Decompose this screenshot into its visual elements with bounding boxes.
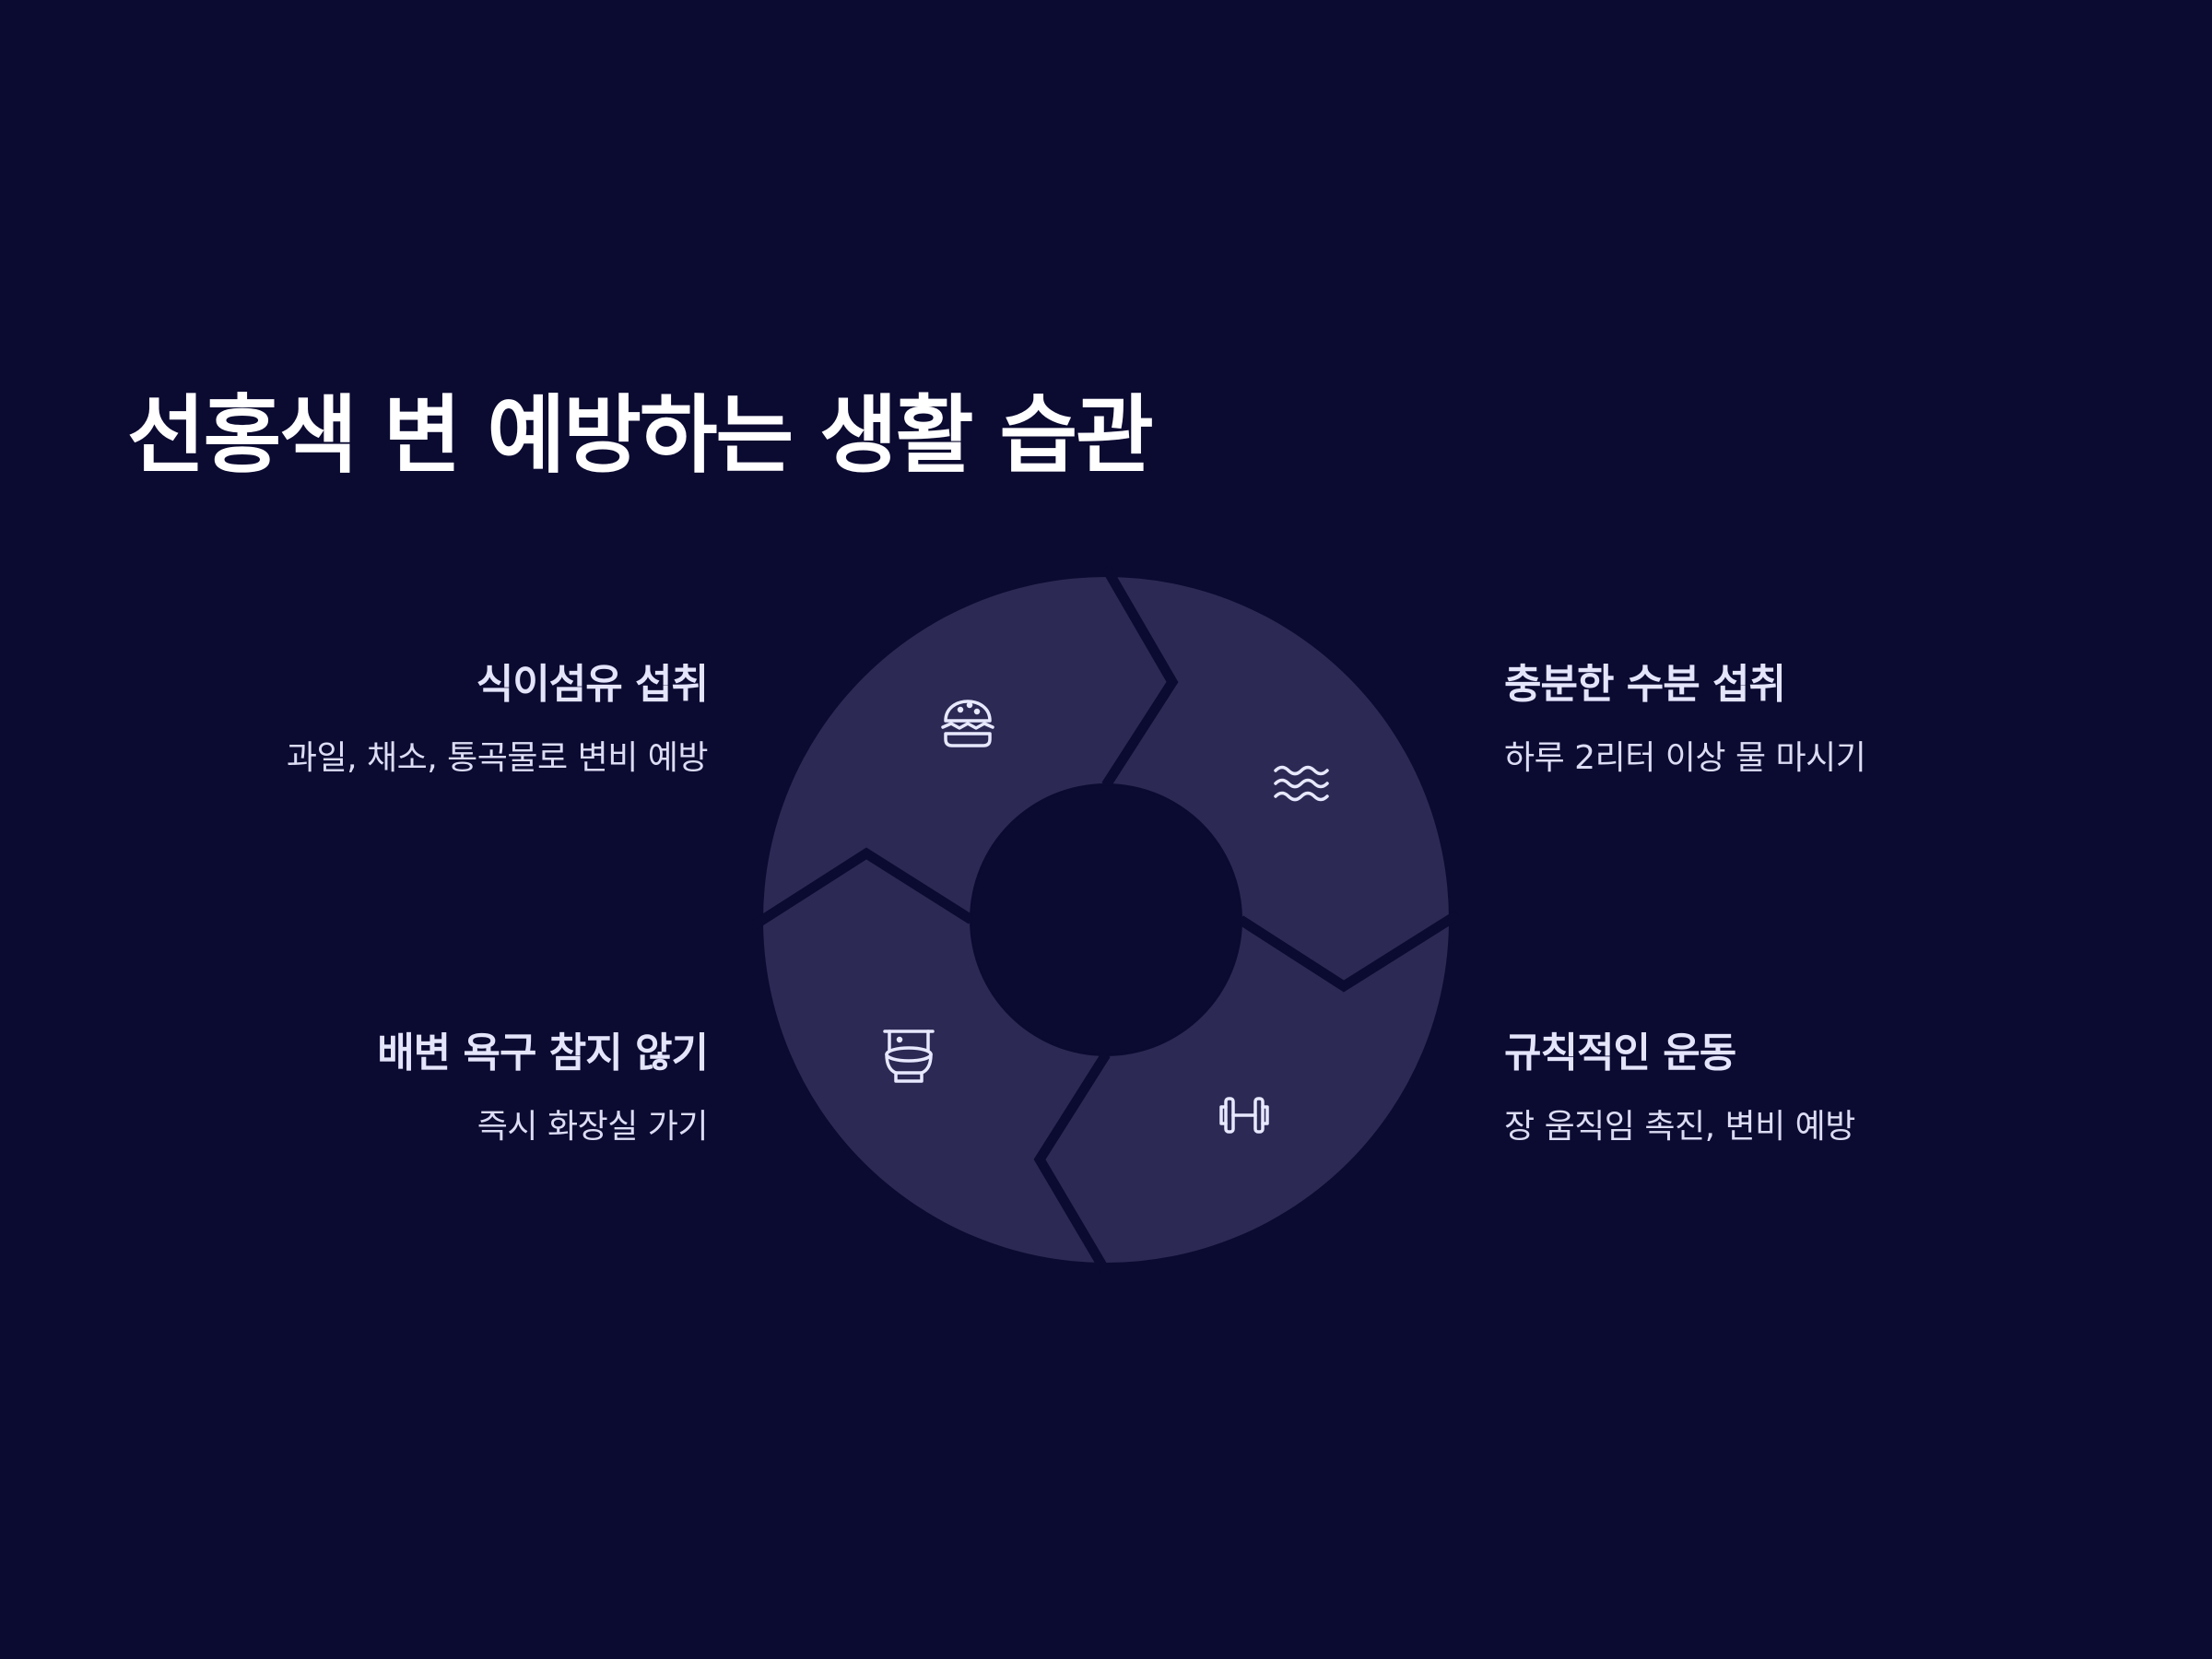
habit-title: 식이섬유 섭취 <box>476 661 709 708</box>
habit-description: 하루 2리터 이상 물 마시기 <box>1504 739 1866 778</box>
segment-separators <box>751 565 1461 1275</box>
separator-top <box>1101 565 1179 788</box>
page-title: 선홍색 변 예방하는 생활 습관 <box>127 386 1154 485</box>
segment-bottom-right <box>1040 920 1449 1263</box>
toilet-icon <box>883 1030 935 1083</box>
habit-no-holding: 배변 욕구 참지 않기 즉시 화장실 가기 <box>136 1027 709 1150</box>
segment-top-left <box>763 577 1172 920</box>
habit-dietary-fiber: 식이섬유 섭취 과일, 채소, 통곡물로 변비 예방 <box>136 658 709 782</box>
habit-exercise: 규칙적인 운동 장 움직임 촉진, 변비 예방 <box>1504 1027 2076 1150</box>
habit-title: 충분한 수분 섭취 <box>1504 661 1786 708</box>
habit-title: 배변 욕구 참지 않기 <box>377 1030 709 1077</box>
separator-bottom <box>1033 1052 1111 1275</box>
donut-center <box>971 785 1241 1054</box>
separator-right <box>1238 910 1461 993</box>
dumbbell-icon <box>1219 1097 1269 1134</box>
water-waves-icon <box>1274 765 1329 802</box>
separator-left <box>751 847 974 930</box>
habit-description: 즉시 화장실 가기 <box>477 1108 709 1147</box>
segment-bottom-left <box>763 853 1106 1263</box>
habit-title: 규칙적인 운동 <box>1504 1030 1736 1077</box>
habit-description: 장 움직임 촉진, 변비 예방 <box>1504 1108 1855 1147</box>
habit-description: 과일, 채소, 통곡물로 변비 예방 <box>286 739 709 778</box>
burger-icon <box>941 700 994 747</box>
habit-water-intake: 충분한 수분 섭취 하루 2리터 이상 물 마시기 <box>1504 658 2076 782</box>
